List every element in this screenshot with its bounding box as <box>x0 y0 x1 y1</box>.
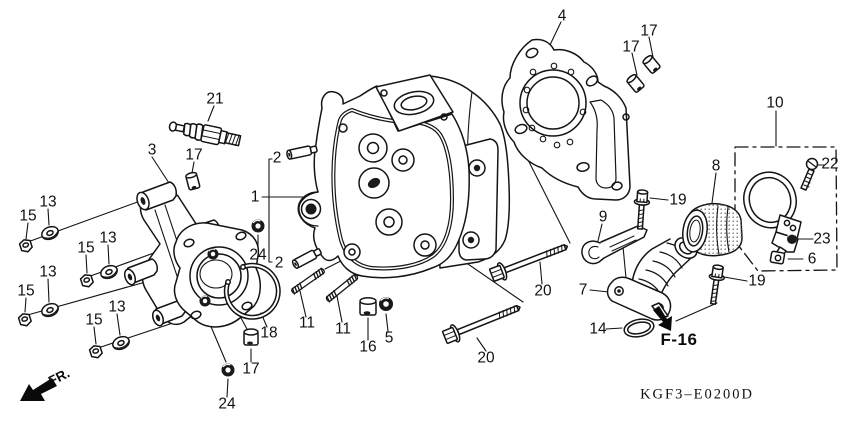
flange-bolt-19-upper <box>631 188 651 231</box>
part-callout: 15 <box>77 239 95 257</box>
insulator-drawing <box>682 202 743 257</box>
diagram-code: KGF3–E0200D <box>640 386 754 403</box>
part-callout: 18 <box>260 324 278 342</box>
part-callout: 15 <box>85 311 103 329</box>
fr-direction-arrow-icon <box>20 378 57 401</box>
cylinder-gasket-drawing <box>501 38 631 201</box>
part-callout: 11 <box>298 314 316 332</box>
part-callout: 16 <box>359 338 377 356</box>
page-reference-label: F-16 <box>660 330 698 349</box>
part-callout: 2 <box>274 254 284 272</box>
collar-16 <box>359 296 377 316</box>
stay-bracket-drawing <box>581 225 648 265</box>
part-callout: 24 <box>249 246 267 264</box>
part-callout: 15 <box>17 282 35 300</box>
part-callout: 19 <box>748 272 766 290</box>
head-cover-drawing <box>297 74 470 279</box>
part-callout: 17 <box>185 146 203 164</box>
part-callout: 13 <box>39 193 57 211</box>
part-callout: 15 <box>19 207 37 225</box>
part-callout: 23 <box>813 230 831 248</box>
collar-17 <box>243 328 259 346</box>
band-clamp-drawing <box>743 157 819 265</box>
part-callout: 5 <box>384 329 394 347</box>
part-callout: 14 <box>589 320 607 338</box>
part-callout: 13 <box>99 229 117 247</box>
long-bolt-20-lower <box>440 298 525 347</box>
band-screw-22 <box>800 157 819 191</box>
part-callout: 13 <box>108 298 126 316</box>
part-callout: 7 <box>578 281 588 299</box>
mount-bracket-drawing <box>123 181 261 328</box>
part-callout: 1 <box>250 188 260 206</box>
cap-nut-23 <box>787 233 797 244</box>
part-callout: 11 <box>334 320 352 338</box>
part-callout: 3 <box>147 141 157 159</box>
f16-arrow-icon <box>653 306 672 331</box>
part-callout: 21 <box>206 90 224 108</box>
part-callout: 22 <box>821 155 839 173</box>
part-callout: 8 <box>711 157 721 175</box>
square-nut-6 <box>769 250 786 265</box>
part-callout: 17 <box>242 360 260 378</box>
part-callout: 20 <box>534 282 552 300</box>
part-callout: 17 <box>622 38 640 56</box>
part-callout: 10 <box>766 94 784 112</box>
part-callout: 24 <box>218 395 236 413</box>
part-callout: 6 <box>807 250 817 268</box>
spark-plug-drawing <box>168 121 242 147</box>
part-callout: 17 <box>640 22 658 40</box>
part-callout: 20 <box>477 349 495 367</box>
flange-bolt-19-lower <box>704 263 727 306</box>
dowel-pins-and-seals <box>184 143 394 378</box>
part-callout: 19 <box>669 191 687 209</box>
part-callout: 9 <box>598 208 608 226</box>
dowel-pins-17 <box>625 53 662 94</box>
part-callout: 2 <box>272 149 282 167</box>
part-callout: 13 <box>39 263 57 281</box>
snap-ring-drawing <box>223 262 281 320</box>
part-callout: 4 <box>557 7 567 25</box>
